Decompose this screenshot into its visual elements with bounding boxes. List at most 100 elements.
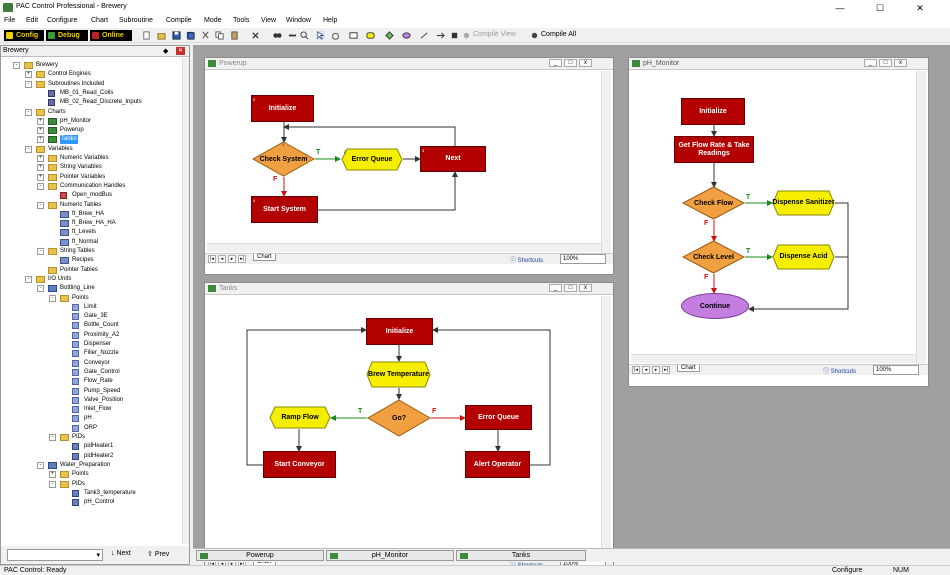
tree-item[interactable]: -Subroutines Included — [1, 80, 181, 89]
powerup-vertical-scrollbar[interactable] — [601, 71, 611, 253]
tree-item[interactable]: Valve_Position — [1, 396, 181, 405]
tree-item[interactable]: pH_Control — [1, 498, 181, 507]
collapse-icon[interactable]: - — [37, 285, 44, 293]
powerup-check-system-condition[interactable]: Check System — [252, 141, 315, 177]
action-block-tool-icon[interactable] — [349, 31, 358, 40]
tree-item[interactable]: ft_Normal — [1, 238, 181, 247]
debug-mode-button[interactable]: Debug — [46, 30, 88, 41]
tree-item[interactable]: -Variables — [1, 145, 181, 154]
minimize-icon[interactable]: _ — [549, 284, 562, 292]
ph-vertical-scrollbar[interactable] — [916, 71, 926, 364]
tree-item[interactable]: -Communication Handles — [1, 182, 181, 191]
expand-icon[interactable]: + — [37, 155, 44, 162]
tree-item[interactable]: -Points — [1, 294, 181, 303]
tanks-go-condition[interactable]: Go? — [367, 399, 431, 437]
close-tree-icon[interactable]: ✕ — [176, 47, 185, 55]
tree-item[interactable]: Bottle_Count — [1, 321, 181, 330]
next-page-icon[interactable]: ▸ — [228, 255, 236, 263]
ph-check-flow-condition[interactable]: Check Flow — [682, 186, 745, 220]
pin-icon[interactable]: ◆ — [163, 48, 169, 55]
menu-compile[interactable]: Compile — [166, 17, 192, 24]
tree-item[interactable]: -PIDs — [1, 480, 181, 489]
tree-item[interactable]: +Pointer Variables — [1, 173, 181, 182]
menu-edit[interactable]: Edit — [26, 17, 39, 24]
prev-button[interactable]: ⇧ Prev — [147, 551, 170, 558]
menu-subroutine[interactable]: Subroutine — [119, 17, 153, 24]
last-page-icon[interactable]: ▸| — [662, 366, 670, 374]
tree-item[interactable]: pidHeater2 — [1, 452, 181, 461]
powerup-horizontal-scrollbar[interactable] — [207, 243, 601, 252]
chart-tab-tanks[interactable]: Tanks — [456, 550, 586, 561]
new-icon[interactable] — [142, 31, 151, 40]
tree-item[interactable]: -Bottling_Line — [1, 284, 181, 293]
zoom-icon[interactable] — [300, 31, 309, 40]
next-button[interactable]: ↓ Next — [111, 550, 131, 557]
tanks-error-queue-block[interactable]: Error Queue — [465, 405, 532, 430]
compile-view-icon[interactable] — [462, 31, 471, 40]
tree-item[interactable]: Conveyor — [1, 359, 181, 368]
tree-item[interactable]: Pointer Tables — [1, 266, 181, 275]
text-tool-icon[interactable] — [436, 31, 445, 40]
close-icon[interactable]: x — [579, 284, 592, 292]
last-page-icon[interactable]: ▸| — [238, 255, 246, 263]
tree-item[interactable]: -String Tables — [1, 247, 181, 256]
ph-initialize-block[interactable]: Initialize — [681, 98, 745, 125]
menu-configure[interactable]: Configure — [47, 17, 78, 24]
tree-item[interactable]: Filler_Nozzle — [1, 349, 181, 358]
tree-item[interactable]: Inlet_Flow — [1, 405, 181, 414]
minimize-button[interactable]: — — [835, 3, 845, 13]
tree-item[interactable]: -I/O Units — [1, 275, 181, 284]
tanks-start-conveyor-block[interactable]: Start Conveyor — [263, 451, 336, 478]
expand-icon[interactable]: + — [37, 117, 44, 125]
tree-item[interactable]: +Powerup — [1, 126, 181, 135]
ph-monitor-window-caption[interactable]: pH_Monitor _□x — [629, 58, 928, 70]
tree-item[interactable]: -Numeric Tables — [1, 201, 181, 210]
ph-horizontal-scrollbar[interactable] — [631, 354, 916, 363]
first-page-icon[interactable]: |◂ — [632, 366, 640, 374]
tree-item[interactable]: MB_01_Read_Coils — [1, 89, 181, 98]
tree-item[interactable]: -PIDs — [1, 433, 181, 442]
powerup-error-queue-ocb[interactable]: Error Queue — [341, 148, 403, 171]
save-icon[interactable] — [172, 31, 181, 40]
tanks-alert-operator-block[interactable]: Alert Operator — [465, 451, 530, 478]
find-icon[interactable] — [273, 31, 282, 40]
tree-item[interactable]: ft_Brew_HA_HA — [1, 219, 181, 228]
close-button[interactable]: ✕ — [916, 3, 924, 13]
tree-item[interactable]: +Points — [1, 470, 181, 479]
expand-icon[interactable]: + — [37, 173, 44, 181]
expand-icon[interactable]: + — [37, 127, 44, 135]
chart-tab[interactable]: Chart — [677, 365, 700, 372]
tanks-window-caption[interactable]: Tanks _□x — [205, 283, 613, 295]
minimize-icon[interactable]: _ — [864, 59, 877, 67]
tree-item[interactable]: -Charts — [1, 108, 181, 117]
menu-file[interactable]: File — [4, 17, 16, 24]
config-mode-button[interactable]: Config — [4, 30, 44, 41]
tree-item[interactable]: ft_Brew_HA — [1, 210, 181, 219]
first-page-icon[interactable]: |◂ — [208, 255, 216, 263]
ph-check-level-condition[interactable]: Check Level — [682, 240, 745, 274]
menu-mode[interactable]: Mode — [204, 17, 222, 24]
tree-item[interactable]: +Tanks — [1, 135, 181, 145]
chart-tab-ph-monitor[interactable]: pH_Monitor — [326, 550, 454, 561]
tree-item[interactable]: Pump_Speed — [1, 387, 181, 396]
close-icon[interactable]: x — [894, 59, 907, 67]
expand-icon[interactable]: + — [25, 71, 32, 79]
tree-item[interactable]: MB_02_Read_Discrete_Inputs — [1, 98, 181, 107]
prev-page-icon[interactable]: ◂ — [642, 366, 650, 374]
connect-tool-icon[interactable] — [420, 31, 429, 40]
minimize-icon[interactable]: _ — [549, 59, 562, 67]
ph-dispense-sanitizer-ocb[interactable]: Dispense Sanitizer — [772, 190, 835, 216]
collapse-icon[interactable]: - — [25, 108, 32, 116]
tree-item[interactable]: Gate_3E — [1, 312, 181, 321]
tree-item[interactable]: -Water_Preparation — [1, 461, 181, 470]
collapse-icon[interactable]: - — [37, 461, 44, 469]
save-all-icon[interactable] — [186, 31, 195, 40]
chart-tab-powerup[interactable]: Powerup — [196, 550, 324, 561]
compile-all-icon[interactable] — [530, 31, 539, 40]
collapse-icon[interactable]: - — [49, 434, 56, 441]
tree-item[interactable]: pH — [1, 414, 181, 423]
maximize-button[interactable]: ☐ — [875, 3, 885, 13]
collapse-icon[interactable]: - — [25, 275, 32, 283]
tree-item[interactable]: Limit — [1, 303, 181, 312]
